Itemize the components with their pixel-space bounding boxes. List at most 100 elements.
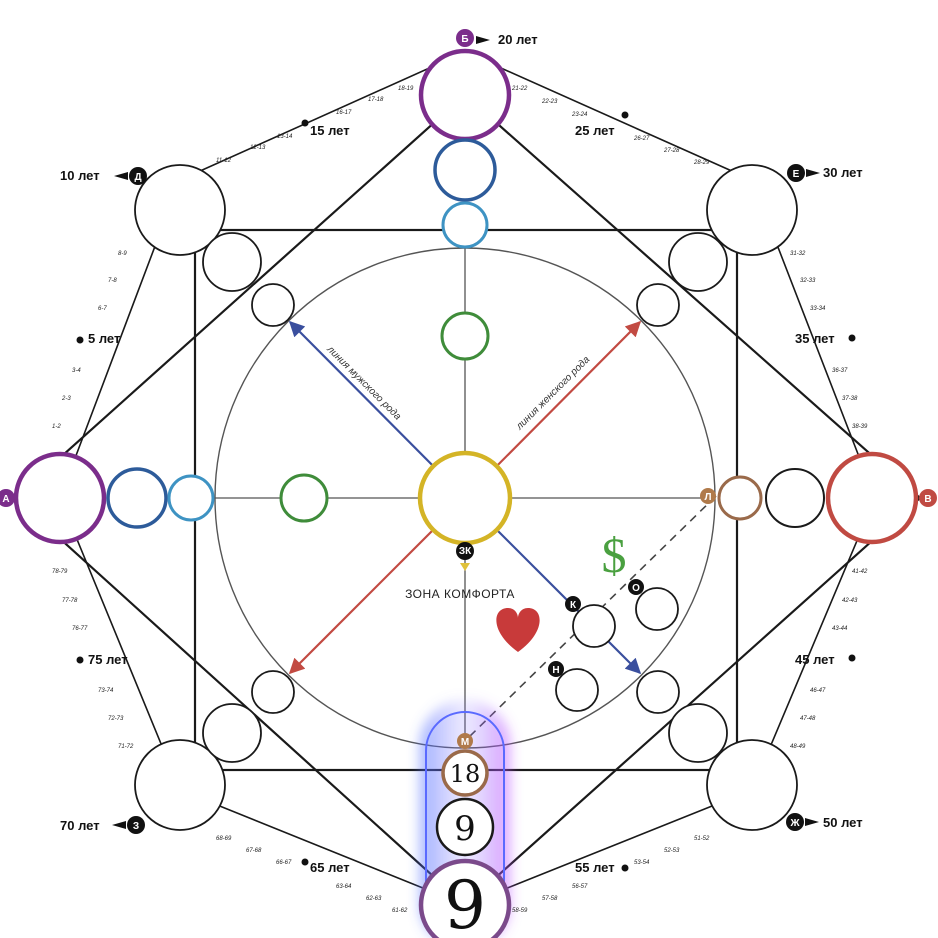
dollar-icon: $ bbox=[602, 527, 627, 583]
age-35: 35 лет bbox=[795, 331, 835, 346]
age-small: 62-63 bbox=[366, 896, 382, 902]
node-topright-mid bbox=[668, 232, 728, 292]
node-topleft-inner bbox=[251, 283, 295, 327]
age-dots bbox=[76, 111, 856, 872]
number-9-big: 9 bbox=[444, 867, 486, 938]
svg-text:ЗК: ЗК bbox=[459, 546, 472, 557]
age-65: 65 лет bbox=[310, 860, 350, 875]
badge-o: О bbox=[628, 579, 644, 595]
age-small: 42-43 bbox=[842, 598, 858, 604]
badge-m: М bbox=[457, 733, 473, 749]
age-small: 33-34 bbox=[810, 306, 826, 312]
svg-text:О: О bbox=[632, 583, 640, 594]
node-bottomright-mid bbox=[668, 703, 728, 763]
age-small: 18-19 bbox=[398, 86, 414, 92]
age-70: 70 лет bbox=[60, 818, 100, 833]
node-bottomleft-mid bbox=[202, 703, 262, 763]
node-bottomleft-inner bbox=[251, 670, 295, 714]
node-right-black bbox=[765, 468, 825, 528]
age-small: 46-47 bbox=[810, 688, 826, 694]
node-left-outer bbox=[13, 451, 107, 545]
age-small: 57-58 bbox=[542, 896, 558, 902]
svg-text:Д: Д bbox=[134, 172, 141, 183]
number-9-mid: 9 bbox=[454, 809, 476, 849]
age-small: 66-67 bbox=[276, 860, 292, 866]
node-topright-outer bbox=[706, 164, 798, 256]
svg-text:Е: Е bbox=[793, 169, 800, 180]
badge-bottomright: Ж bbox=[786, 813, 819, 831]
badge-n: Н bbox=[548, 661, 564, 677]
age-75: 75 лет bbox=[88, 652, 128, 667]
age-small: 27-28 bbox=[663, 148, 680, 154]
age-small: 12-13 bbox=[250, 145, 266, 151]
node-bottom-18 bbox=[441, 749, 489, 797]
age-small: 53-54 bbox=[634, 860, 650, 866]
node-bottom-9-big bbox=[418, 858, 512, 938]
age-small: 77-78 bbox=[62, 598, 78, 604]
svg-text:К: К bbox=[570, 600, 577, 611]
male-line-label: линия мужского рода bbox=[324, 343, 403, 422]
node-topleft-mid bbox=[202, 232, 262, 292]
age-small: 76-77 bbox=[72, 626, 88, 632]
badge-top: Б bbox=[456, 29, 490, 47]
node-left-blue bbox=[106, 467, 168, 529]
age-small: 23-24 bbox=[571, 112, 588, 118]
age-small: 26-27 bbox=[633, 136, 650, 142]
age-small: 8-9 bbox=[118, 251, 127, 257]
svg-text:Н: Н bbox=[552, 665, 559, 676]
age-small: 37-38 bbox=[842, 396, 858, 402]
age-small: 28-29 bbox=[693, 160, 710, 166]
svg-text:М: М bbox=[461, 737, 469, 748]
age-small: 71-72 bbox=[118, 744, 134, 750]
node-bottomright-outer bbox=[706, 739, 798, 831]
age-25: 25 лет bbox=[575, 123, 615, 138]
node-topright-inner bbox=[636, 283, 680, 327]
badge-k: К bbox=[565, 596, 581, 612]
badge-right: В bbox=[919, 489, 937, 507]
age-small: 48-49 bbox=[790, 744, 806, 750]
svg-text:Л: Л bbox=[704, 492, 711, 503]
node-top-blue bbox=[433, 138, 497, 202]
age-small: 38-39 bbox=[852, 424, 868, 430]
age-small: 47-48 bbox=[800, 716, 816, 722]
age-small: 61-62 bbox=[392, 908, 408, 914]
age-small: 13-14 bbox=[277, 134, 293, 140]
age-small: 16-17 bbox=[336, 110, 352, 116]
badge-topright: Е bbox=[787, 164, 820, 182]
bottom-capsule bbox=[425, 711, 505, 938]
node-right-brown bbox=[717, 475, 763, 521]
age-small: 3-4 bbox=[72, 368, 81, 374]
age-small: 21-22 bbox=[511, 86, 528, 92]
badge-topleft: Д bbox=[114, 167, 147, 185]
age-10: 10 лет bbox=[60, 168, 100, 183]
svg-text:Б: Б bbox=[461, 34, 468, 45]
node-right-outer bbox=[825, 451, 919, 545]
badge-bottomleft: З bbox=[112, 816, 145, 834]
number-18: 18 bbox=[450, 760, 481, 788]
age-5: 5 лет bbox=[88, 331, 120, 346]
node-left-lightblue bbox=[167, 474, 215, 522]
node-top-outer bbox=[418, 48, 512, 142]
badge-comfort: ЗК bbox=[456, 542, 474, 571]
node-top-green bbox=[440, 311, 490, 361]
age-small: 2-3 bbox=[61, 396, 71, 402]
age-small: 43-44 bbox=[832, 626, 848, 632]
node-o-circle bbox=[635, 587, 679, 631]
age-small: 56-57 bbox=[572, 884, 588, 890]
age-small: 73-74 bbox=[98, 688, 114, 694]
female-line-label: линия женского рода bbox=[514, 354, 593, 433]
node-top-lightblue bbox=[441, 201, 489, 249]
age-small: 63-64 bbox=[336, 884, 352, 890]
age-small: 6-7 bbox=[98, 306, 107, 312]
node-n-circle bbox=[555, 668, 599, 712]
age-small: 1-2 bbox=[52, 424, 61, 430]
svg-text:В: В bbox=[924, 494, 931, 505]
age-small: 7-8 bbox=[108, 278, 117, 284]
comfort-zone-label: ЗОНА КОМФОРТА bbox=[405, 587, 515, 601]
svg-text:Ж: Ж bbox=[789, 818, 800, 829]
age-small: 51-52 bbox=[694, 836, 710, 842]
age-small: 17-18 bbox=[368, 97, 384, 103]
age-30: 30 лет bbox=[823, 165, 863, 180]
age-20: 20 лет bbox=[498, 32, 538, 47]
